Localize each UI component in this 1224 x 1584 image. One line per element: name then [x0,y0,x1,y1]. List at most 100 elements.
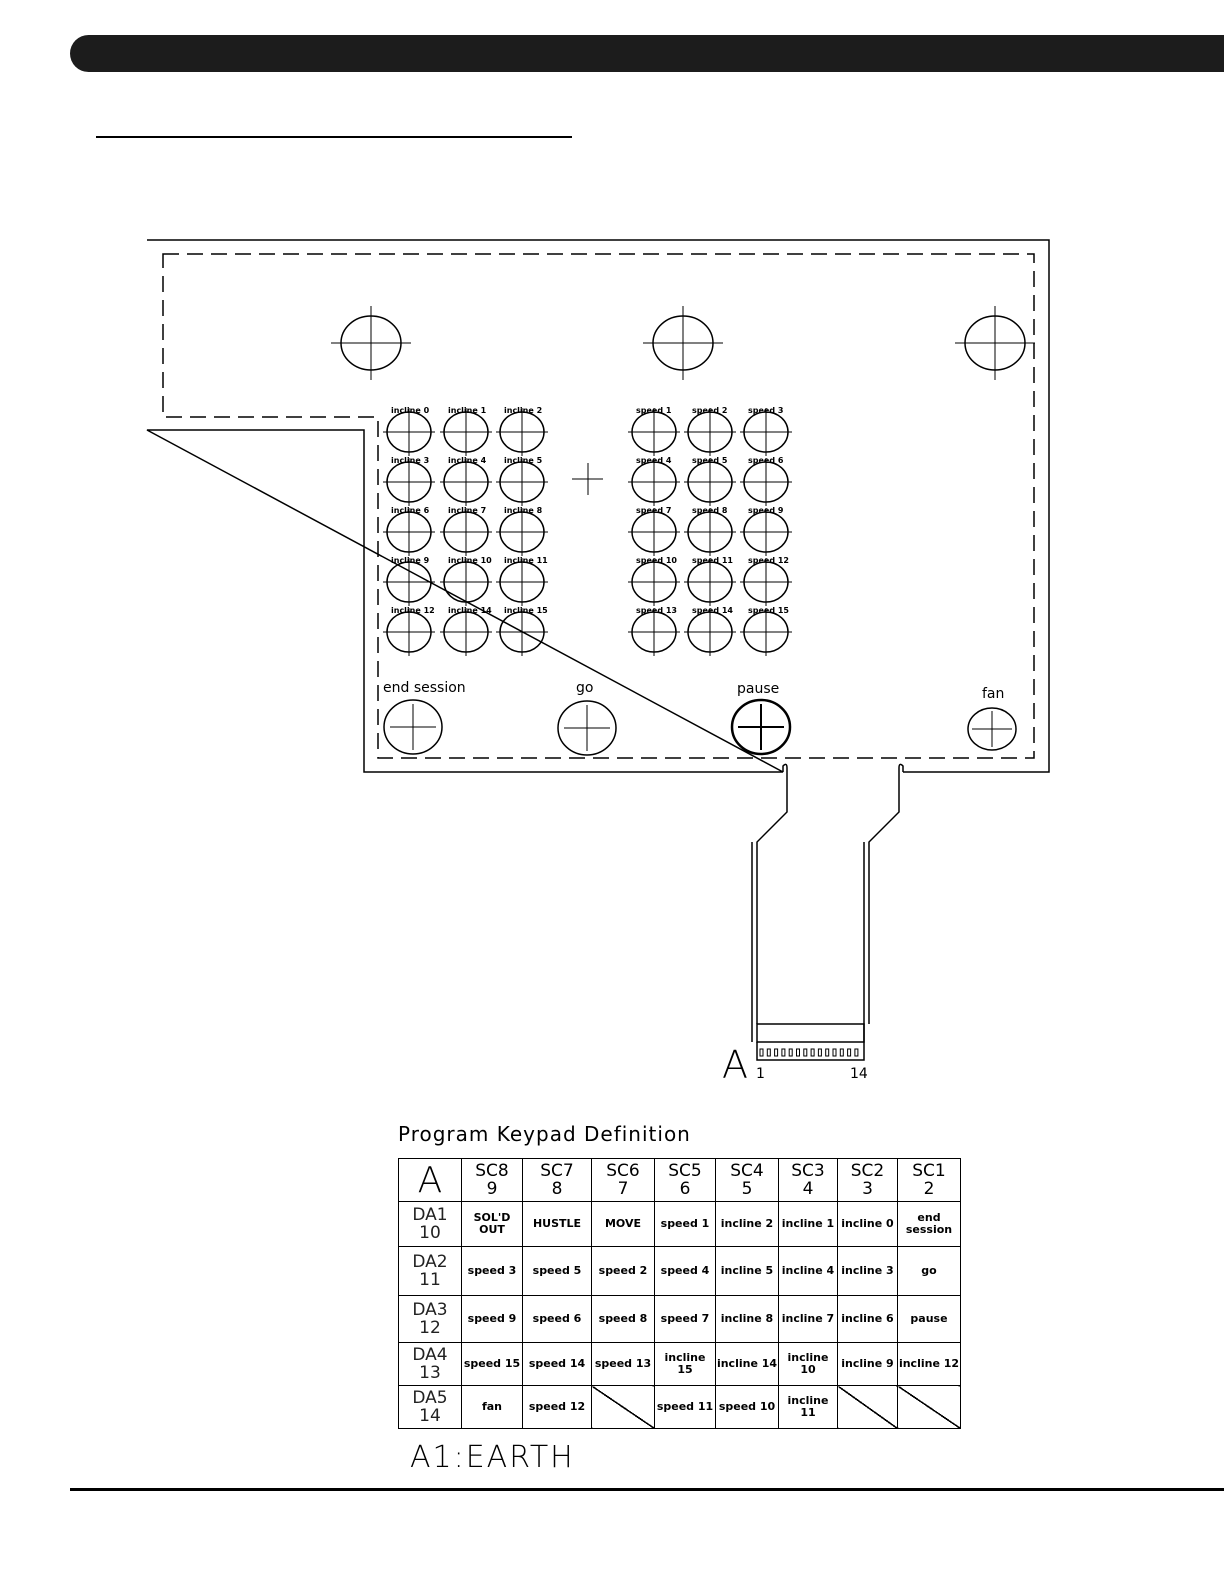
table-cell: speed 6 [522,1295,592,1343]
connector-pin [847,1048,852,1057]
incline-key-label: incline 11 [504,556,548,565]
connector-pins [759,1048,859,1057]
table-cell: MOVE [591,1201,655,1247]
incline-key[interactable]: incline 7 [440,506,492,556]
table-cell: incline 7 [778,1295,838,1343]
incline-key[interactable]: incline 6 [383,506,435,556]
fan-label: fan [982,686,1004,702]
column-header-line: 2 [923,1179,935,1199]
mounting-hole [955,306,1035,380]
table-cell: speed 5 [522,1246,592,1296]
title-underline [96,136,572,138]
speed-key-label: speed 11 [692,556,733,565]
speed-key[interactable]: speed 8 [684,506,736,556]
incline-key[interactable]: incline 9 [383,556,435,606]
column-header-line: 9 [486,1179,498,1199]
mounting-holes [331,306,1035,380]
incline-key[interactable]: incline 11 [496,556,548,606]
connector-pin [839,1048,844,1057]
speed-key[interactable]: speed 12 [740,556,792,606]
speed-key[interactable]: speed 5 [684,456,736,506]
incline-key[interactable]: incline 10 [440,556,492,606]
connector-pin [810,1048,815,1057]
footer-rule [70,1488,1224,1491]
connector-pin [759,1048,764,1057]
incline-key-label: incline 0 [391,406,430,415]
speed-key[interactable]: speed 3 [740,406,792,456]
table-cell: incline 11 [778,1385,838,1429]
speed-key[interactable]: speed 2 [684,406,736,456]
row-header-line: 12 [419,1318,441,1338]
speed-key[interactable]: speed 6 [740,456,792,506]
table-cell: SOL'D OUT [461,1201,523,1247]
speed-key-label: speed 8 [692,506,728,515]
incline-key[interactable]: incline 12 [383,606,435,656]
incline-key[interactable]: incline 8 [496,506,548,556]
table-cell: incline 14 [715,1342,779,1386]
table-cell: speed 8 [591,1295,655,1343]
column-header-line: 8 [551,1179,563,1199]
center-cross-mark [572,463,603,495]
incline-key[interactable]: incline 14 [440,606,492,656]
speed-key[interactable]: speed 9 [740,506,792,556]
speed-key[interactable]: speed 14 [684,606,736,656]
end-session-key[interactable]: end session [383,680,466,755]
empty-cell [837,1385,898,1429]
table-corner-cell: A [398,1158,462,1202]
speed-key[interactable]: speed 11 [684,556,736,606]
go-key[interactable]: go [557,680,617,756]
pause-key[interactable]: pause [730,681,792,756]
table-cell: incline 5 [715,1246,779,1296]
keypad-table-title: Program Keypad Definition [398,1122,691,1146]
table-cell: speed 13 [591,1342,655,1386]
incline-key[interactable]: incline 3 [383,456,435,506]
speed-key-label: speed 10 [636,556,677,565]
incline-key[interactable]: incline 15 [496,606,548,656]
row-header-line: 11 [419,1270,441,1290]
incline-key-label: incline 6 [391,506,430,515]
speed-key[interactable]: speed 1 [628,406,680,456]
speed-key-label: speed 15 [748,606,789,615]
pin-first-label: 1 [756,1066,765,1082]
column-header-line: 4 [802,1179,814,1199]
speed-key[interactable]: speed 7 [628,506,680,556]
speed-key-label: speed 12 [748,556,789,565]
table-cell: incline 1 [778,1201,838,1247]
speed-key[interactable]: speed 10 [628,556,680,606]
speed-key[interactable]: speed 4 [628,456,680,506]
table-cell: speed 12 [522,1385,592,1429]
speed-key-label: speed 1 [636,406,672,415]
empty-cell [897,1385,961,1429]
table-cell: incline 6 [837,1295,898,1343]
speed-key[interactable]: speed 15 [740,606,792,656]
table-cell: speed 3 [461,1246,523,1296]
table-cell: speed 1 [654,1201,716,1247]
board-outline [146,239,1050,773]
incline-key[interactable]: incline 5 [496,456,548,506]
incline-key[interactable]: incline 2 [496,406,548,456]
incline-key-label: incline 9 [391,556,430,565]
incline-key[interactable]: incline 0 [383,406,435,456]
incline-key[interactable]: incline 4 [440,456,492,506]
speed-key-label: speed 3 [748,406,783,415]
incline-key[interactable]: incline 1 [440,406,492,456]
speed-key[interactable]: speed 13 [628,606,680,656]
table-cell: incline 4 [778,1246,838,1296]
ribbon-cable [751,763,904,1061]
table-cell: speed 10 [715,1385,779,1429]
fan-key[interactable]: fan [967,686,1017,751]
